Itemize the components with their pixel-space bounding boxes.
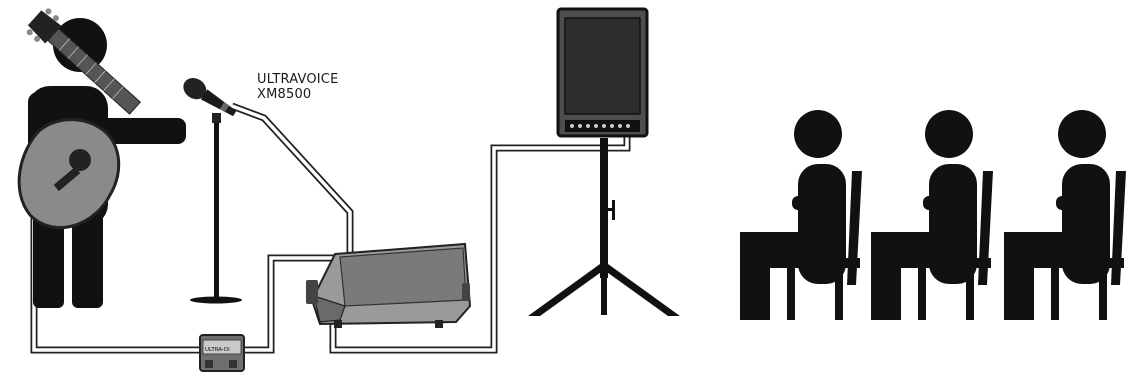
acoustic-guitar — [17, 8, 142, 230]
stage-amplifier — [306, 242, 472, 328]
cable-amp-to-speaker — [329, 128, 631, 354]
di-box: ULTRA-DI — [199, 334, 245, 372]
microphone-stand — [190, 113, 242, 304]
audience-member-3 — [1004, 110, 1126, 320]
cable-di-to-amp — [238, 254, 345, 354]
cable-mic-to-amp — [230, 102, 354, 255]
audience-member-1 — [740, 110, 862, 320]
microphone-label-line2: XM8500 — [257, 87, 312, 102]
audience-member-2 — [871, 110, 993, 320]
audience — [740, 110, 1126, 320]
di-box-label: ULTRA-DI — [205, 347, 230, 353]
pa-speaker — [556, 7, 649, 138]
microphone — [183, 78, 237, 117]
microphone-label-line1: ULTRAVOICE — [257, 72, 339, 87]
microphone-label: ULTRAVOICE XM8500 — [257, 72, 339, 102]
speaker-tripod — [528, 138, 680, 316]
